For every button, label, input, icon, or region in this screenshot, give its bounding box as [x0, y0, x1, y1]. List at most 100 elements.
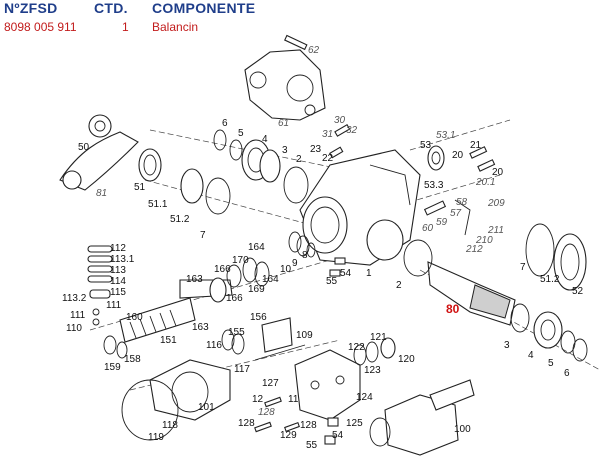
label-158: 158	[124, 354, 141, 365]
label-51-2: 51.2	[170, 214, 190, 225]
label-22: 22	[322, 153, 334, 164]
label-9: 9	[292, 258, 298, 269]
label-6a: 6	[222, 118, 228, 129]
label-81a: 81	[96, 188, 107, 199]
label-54a: 54	[340, 268, 352, 279]
label-21: 21	[470, 140, 482, 151]
label-4b: 4	[528, 350, 534, 361]
snap-ring-7	[525, 223, 555, 277]
label-3a: 3	[282, 145, 288, 156]
label-100: 100	[454, 424, 471, 435]
label-52: 52	[572, 286, 584, 297]
label-169: 169	[248, 284, 265, 295]
label-5a: 5	[238, 128, 244, 139]
label-1: 1	[366, 268, 372, 279]
label-58: 58	[456, 197, 468, 208]
bearing-4b	[533, 311, 563, 349]
label-114: 114	[110, 276, 126, 287]
label-163a: 163	[186, 274, 203, 285]
label-80: 80	[446, 302, 460, 316]
label-10: 10	[280, 264, 292, 275]
label-55a: 55	[326, 276, 338, 287]
label-163b: 163	[192, 322, 209, 333]
seal-51	[138, 148, 162, 182]
part-component-name: Balancin	[152, 20, 199, 34]
bracket-61	[244, 49, 326, 121]
label-11: 11	[288, 394, 299, 405]
label-51-1: 51.1	[148, 199, 168, 210]
label-164b: 164	[262, 274, 279, 285]
label-159: 159	[104, 362, 121, 373]
label-55b: 55	[306, 440, 318, 451]
label-160: 160	[126, 312, 143, 323]
label-210: 210	[475, 235, 493, 246]
label-117: 117	[234, 364, 250, 375]
label-32: 32	[346, 125, 358, 136]
label-155: 155	[228, 327, 245, 338]
label-124: 124	[356, 392, 373, 403]
label-62: 62	[308, 45, 320, 56]
label-7b: 7	[520, 262, 526, 273]
label-120: 120	[398, 354, 415, 365]
label-20-1: 20.1	[475, 177, 495, 188]
label-116: 116	[206, 340, 222, 351]
label-113: 113	[110, 265, 126, 276]
label-6b: 6	[564, 368, 570, 379]
label-110: 110	[66, 323, 82, 334]
label-113-1: 113.1	[110, 254, 135, 265]
label-119: 119	[148, 432, 164, 443]
label-127: 127	[262, 378, 279, 389]
pin-62	[284, 34, 308, 51]
label-53-3: 53.3	[424, 180, 444, 191]
label-211: 211	[487, 225, 504, 236]
seal-119	[121, 379, 179, 441]
label-8: 8	[302, 250, 308, 261]
label-5b: 5	[548, 358, 554, 369]
label-128c: 128	[300, 420, 317, 431]
label-30: 30	[334, 115, 346, 126]
label-212: 212	[465, 244, 483, 255]
seal-51-1	[180, 168, 204, 204]
label-12: 12	[252, 394, 264, 405]
rod-109	[254, 344, 306, 361]
label-128b: 128	[238, 418, 255, 429]
label-7a: 7	[200, 230, 206, 241]
header-component: COMPONENTE	[152, 0, 256, 16]
label-166a: 166	[214, 264, 231, 275]
label-166b: 166	[226, 293, 243, 304]
label-121: 121	[370, 332, 387, 343]
label-61: 61	[278, 118, 289, 129]
ball-set-112	[87, 245, 113, 299]
label-2b: 2	[396, 280, 402, 291]
label-112: 112	[110, 243, 126, 254]
part-quantity: 1	[122, 20, 129, 34]
label-31: 31	[322, 129, 333, 140]
header-zfsd: NºZFSD	[4, 0, 58, 16]
label-51-2b: 51.2	[540, 274, 560, 285]
label-20b: 20	[492, 167, 504, 178]
ring-51-2	[205, 177, 231, 215]
label-113-2: 113.2	[62, 293, 87, 304]
label-53-1: 53.1	[436, 130, 455, 141]
label-111a: 111	[106, 300, 122, 311]
label-101: 101	[198, 402, 215, 413]
label-123: 123	[364, 365, 381, 376]
label-122: 122	[348, 342, 365, 353]
cover-101	[149, 359, 231, 421]
label-170: 170	[232, 255, 249, 266]
header-qty: CTD.	[94, 0, 128, 16]
seal-52	[553, 233, 587, 291]
label-4a: 4	[262, 134, 268, 145]
label-151: 151	[160, 335, 177, 346]
label-125: 125	[346, 418, 363, 429]
label-109: 109	[296, 330, 313, 341]
part-code: 8098 005 911	[4, 20, 77, 34]
label-51: 51	[134, 182, 146, 193]
piston-156	[261, 317, 293, 353]
label-129: 129	[280, 430, 297, 441]
worm-shaft-160	[119, 297, 196, 343]
label-54b: 54	[332, 430, 344, 441]
label-128a: 128	[258, 407, 275, 418]
label-60: 60	[422, 223, 434, 234]
